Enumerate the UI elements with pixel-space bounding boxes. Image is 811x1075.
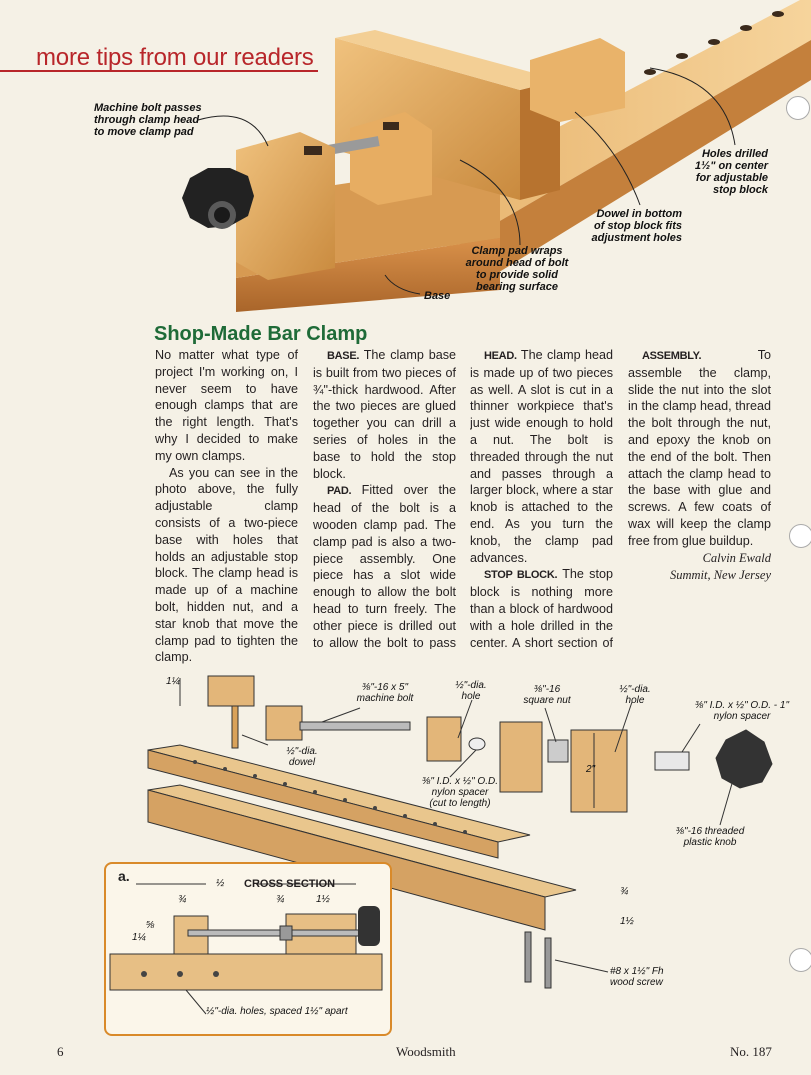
- runin-heading: PAD.: [327, 485, 352, 498]
- dim-label: ⅝: [146, 920, 155, 931]
- label-plastic-knob: ⅜"-16 threaded plastic knob: [675, 826, 745, 848]
- dim-label: 2": [586, 764, 596, 775]
- paragraph: As you can see in the photo above, the f…: [155, 465, 298, 665]
- dim-label: ¾: [276, 894, 285, 905]
- label-square-nut: ⅜"-16 square nut: [523, 684, 571, 706]
- callout-holes: Holes drilled 1½" on center for adjustab…: [694, 148, 768, 196]
- callout-clamp-pad: Clamp pad wraps around head of bolt to p…: [465, 245, 569, 293]
- binder-hole: [789, 948, 811, 972]
- label-machine-bolt: ⅜"-16 x 5" machine bolt: [356, 682, 414, 704]
- dim-label: 1¼: [132, 932, 146, 943]
- paragraph: STOP BLOCK. The stop block is nothing mo…: [470, 567, 613, 649]
- callout-machine-bolt: Machine bolt passes through clamp head t…: [94, 102, 202, 138]
- inset-title: CROSS SECTION: [244, 878, 336, 890]
- text-column-1: No matter what type of project I'm worki…: [155, 347, 298, 666]
- cross-section-inset: a. CROSS SECTION ½ ¾ ¾ 1½ ⅝ 1¼ ½"-dia. h…: [104, 862, 392, 1036]
- page-number: 6: [57, 1044, 64, 1059]
- paragraph: The clamp base is built from two pieces …: [313, 348, 456, 481]
- section-header: more tips from our readers: [36, 44, 314, 71]
- dim-label: ½: [216, 878, 225, 889]
- article-title: Shop-Made Bar Clamp: [154, 323, 368, 345]
- dim-label: 1½: [620, 916, 634, 927]
- text-column-2: BASE. The clamp base is built from two p…: [313, 347, 456, 649]
- paragraph: HEAD. The clamp head is made up of two p…: [470, 348, 613, 565]
- label-nylon-spacer: ⅜" I.D. x ½" O.D. nylon spacer (cut to l…: [421, 776, 498, 809]
- author-location: Summit, New Jersey: [669, 567, 771, 582]
- label-wood-screw: #8 x 1½" Fh wood screw: [610, 966, 664, 988]
- inset-letter: a.: [118, 868, 130, 884]
- author-name: Calvin Ewald: [702, 550, 771, 565]
- paragraph: ASSEMBLY. To assemble the clamp, slide t…: [628, 348, 771, 548]
- label-nylon-spacer: ⅜" I.D. x ½" O.D. - 1" nylon spacer: [694, 700, 789, 722]
- runin-heading: HEAD.: [484, 350, 517, 362]
- runin-heading: ASSEMBLY.: [642, 350, 702, 362]
- label-holes: ½"-dia. holes, spaced 1½" apart: [206, 1006, 348, 1017]
- dim-label: 1½: [316, 894, 330, 905]
- dim-label: 1¼: [166, 676, 180, 687]
- label-hole: ½"-dia. hole: [455, 680, 487, 702]
- text-column-3: HEAD. The clamp head is made up of two p…: [470, 347, 613, 649]
- dim-label: ¾: [178, 894, 187, 905]
- paragraph: No matter what type of project I'm worki…: [155, 348, 298, 463]
- cross-section-drawing: [109, 883, 383, 1015]
- paragraph: Fitted over the head of the bolt is a wo…: [313, 483, 456, 649]
- clamp-photo: [182, 0, 811, 312]
- label-dowel: ½"-dia. dowel: [286, 746, 318, 768]
- magazine-name: Woodsmith: [396, 1044, 456, 1059]
- exploded-diagram: [147, 675, 773, 989]
- label-hole: ½"-dia. hole: [619, 684, 651, 706]
- dim-label: ¾: [620, 886, 629, 897]
- binder-hole: [789, 524, 811, 548]
- callout-base: Base: [424, 290, 451, 302]
- text-column-4: ASSEMBLY. To assemble the clamp, slide t…: [628, 347, 771, 584]
- callout-dowel: Dowel in bottom of stop block fits adjus…: [591, 208, 682, 244]
- header-rule: [0, 70, 318, 72]
- runin-heading: BASE.: [327, 350, 360, 362]
- runin-heading: STOP BLOCK.: [484, 569, 558, 582]
- binder-hole: [786, 96, 810, 120]
- issue-number: No. 187: [730, 1044, 772, 1059]
